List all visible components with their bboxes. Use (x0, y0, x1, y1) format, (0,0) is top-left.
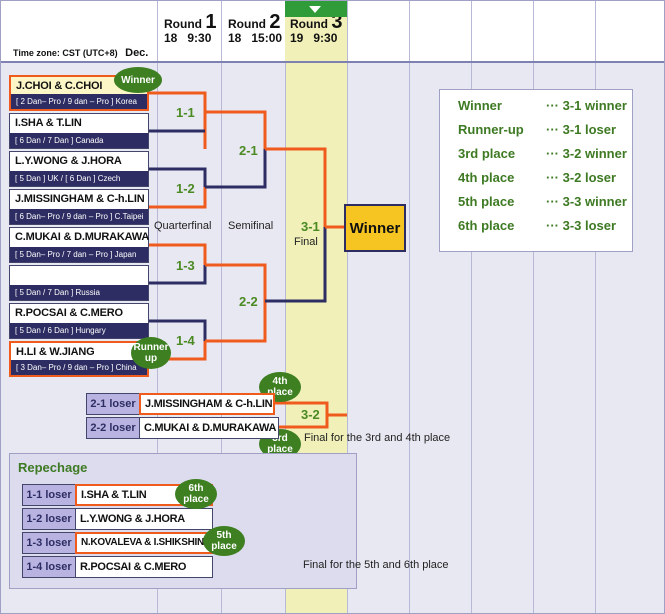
team-card[interactable]: [ 5 Dan / 7 Dan ] Russia (9, 265, 149, 301)
loser-tag: 2-1 loser (86, 393, 140, 415)
timezone-label: Time zone: CST (UTC+8) Dec. (13, 47, 149, 59)
match-label: 3-1 (301, 219, 320, 234)
final-56-label: Final for the 5th and 6th place (303, 559, 449, 571)
quarterfinal-label: Quarterfinal (154, 220, 212, 232)
match-label: 1-2 (176, 181, 195, 196)
final-label: Final (294, 236, 318, 248)
team-name: C.MUKAI & D.MURAKAWA (15, 231, 150, 243)
down-arrow-icon (309, 6, 321, 13)
team-name: N.KOVALEVA & I.SHIKSHIN (75, 532, 213, 554)
team-info: [ 5 Dan ] UK / [ 6 Dan ] Czech (10, 171, 148, 186)
team-name: C.MUKAI & D.MURAKAWA (139, 417, 279, 439)
column-divider (471, 1, 472, 613)
loser-tag: 1-3 loser (22, 532, 76, 554)
team-info: [ 6 Dan / 7 Dan ] Canada (10, 133, 148, 148)
team-name: J.MISSINGHAM & C-h.LIN (139, 393, 275, 415)
legend-row: Winner··· 3-1 winner (458, 98, 627, 113)
team-info: [ 3 Dan– Pro / 9 dan – Pro ] China (11, 360, 147, 375)
match-label: 2-1 (239, 143, 258, 158)
line-1-3-winner (149, 243, 207, 265)
line-1-1-winner (149, 91, 207, 149)
team-info: [ 5 Dan– Pro / 7 dan – Pro ] Japan (10, 247, 148, 262)
team-name: J.MISSINGHAM & C-h.LIN (15, 193, 145, 205)
legend-row: 3rd place··· 3-2 winner (458, 146, 627, 161)
team-name: I.SHA & T.LIN (15, 117, 82, 129)
team-name: J.CHOI & C.CHOI (16, 80, 103, 92)
match-label: 1-3 (176, 258, 195, 273)
team-info: [ 5 Dan / 6 Dan ] Hungary (10, 323, 148, 338)
team-card[interactable]: I.SHA & T.LIN [ 6 Dan / 7 Dan ] Canada (9, 113, 149, 149)
line-3-2-bottom (279, 415, 329, 429)
round2-header: Round 2 18 15:00 (228, 11, 283, 45)
team-name: H.LI & W.JIANG (16, 346, 95, 358)
line-3-2-top (275, 401, 329, 415)
column-divider (533, 1, 534, 613)
line-2-1-top (205, 110, 267, 149)
semifinal-label: Semifinal (228, 220, 274, 232)
loser-tag: 1-1 loser (22, 484, 76, 506)
round1-header: Round 1 18 9:30 (164, 11, 217, 45)
team-card[interactable]: L.Y.WONG & J.HORA [ 5 Dan ] UK / [ 6 Dan… (9, 151, 149, 187)
team-info: [ 6 Dan– Pro / 9 dan – Pro ] C.Taipei (10, 209, 148, 224)
team-name: L.Y.WONG & J.HORA (75, 508, 213, 530)
column-divider (595, 1, 596, 613)
loser-tag: 1-4 loser (22, 556, 76, 578)
legend-row: 5th place··· 3-3 winner (458, 194, 627, 209)
team-name: R.POCSAI & C.MERO (75, 556, 213, 578)
column-divider (221, 1, 222, 613)
line-1-3-loser (149, 265, 207, 285)
team-info: [ 2 Dan– Pro / 9 dan – Pro ] Korea (11, 94, 147, 109)
team-card[interactable]: C.MUKAI & D.MURAKAWA [ 5 Dan– Pro / 7 da… (9, 227, 149, 263)
winner-box: Winner (344, 204, 406, 252)
match-label: 1-1 (176, 105, 195, 120)
loser-tag: 1-2 loser (22, 508, 76, 530)
team-name: R.POCSAI & C.MERO (15, 307, 123, 319)
match-label: 2-2 (239, 294, 258, 309)
legend-row: 6th place··· 3-3 loser (458, 218, 617, 233)
line-2-1-bottom (205, 149, 267, 189)
line-1-2-top (149, 167, 207, 187)
column-divider (157, 1, 158, 613)
line-3-1-top (265, 147, 327, 227)
schedule-header: Time zone: CST (UTC+8) Dec. Round 1 18 9… (1, 1, 664, 63)
line-1-4-loser (149, 319, 207, 341)
legend-row: Runner-up··· 3-1 loser (458, 122, 617, 137)
legend-row: 4th place··· 3-2 loser (458, 170, 617, 185)
round3-header: Round 3 19 9:30 (290, 11, 343, 45)
loser-tag: 2-2 loser (86, 417, 140, 439)
team-card[interactable]: J.MISSINGHAM & C-h.LIN [ 6 Dan– Pro / 9 … (9, 189, 149, 225)
team-card[interactable]: R.POCSAI & C.MERO [ 5 Dan / 6 Dan ] Hung… (9, 303, 149, 339)
final-34-label: Final for the 3rd and 4th place (304, 432, 451, 444)
legend: Winner··· 3-1 winner Runner-up··· 3-1 lo… (439, 89, 633, 252)
team-info: [ 5 Dan / 7 Dan ] Russia (10, 285, 148, 300)
line-2-2-bottom (205, 301, 267, 343)
line-1-2-winner (149, 187, 207, 209)
line-2-2-top (205, 263, 267, 301)
repechage-title: Repechage (18, 460, 88, 475)
column-divider (285, 1, 286, 613)
line-3-1-bottom (265, 227, 327, 303)
team-name: L.Y.WONG & J.HORA (15, 155, 122, 167)
match-label: 1-4 (176, 333, 195, 348)
team-card[interactable]: H.LI & W.JIANG [ 3 Dan– Pro / 9 dan – Pr… (9, 341, 149, 377)
column-divider (409, 1, 410, 613)
match-label: 3-2 (301, 407, 320, 422)
column-divider (347, 1, 348, 613)
winner-badge: Winner (114, 67, 162, 93)
